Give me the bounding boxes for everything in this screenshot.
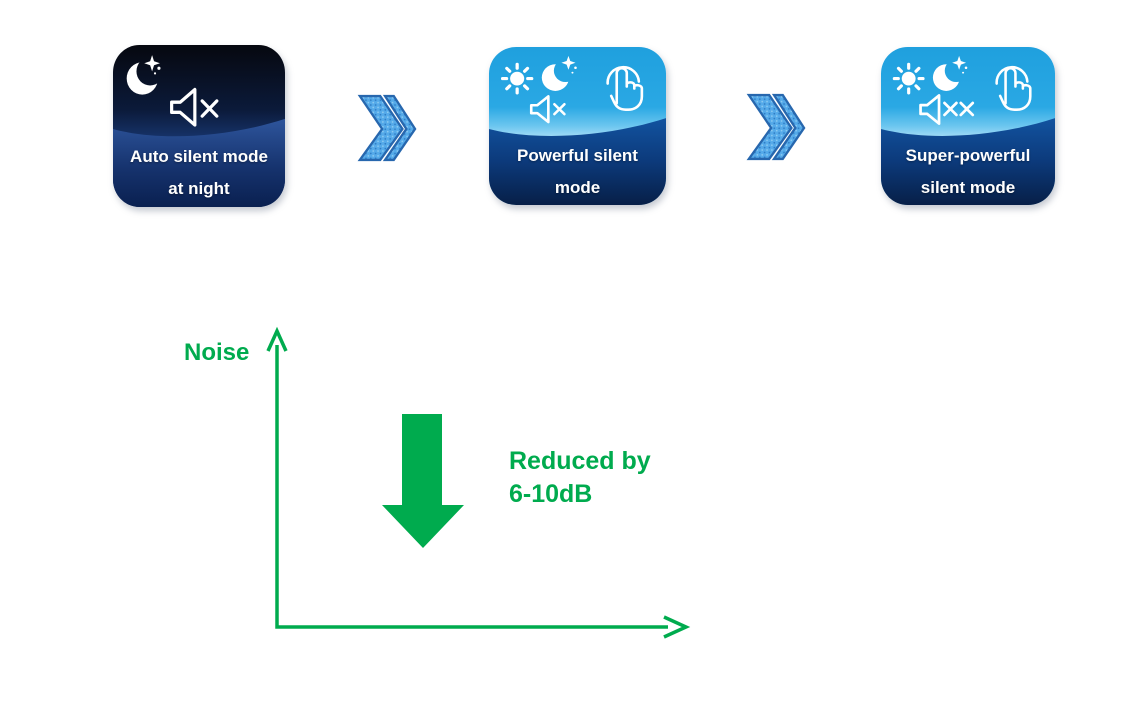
moon-icon bbox=[126, 55, 161, 95]
big-down-arrow bbox=[382, 414, 464, 548]
badge-powerful-silent-mode: Powerful silent mode bbox=[489, 47, 666, 205]
chevron-right-icon bbox=[746, 93, 806, 161]
tap-finger-icon bbox=[995, 65, 1032, 111]
axis-right-arrowhead bbox=[663, 615, 691, 639]
badge-label: Super-powerful silent mode bbox=[905, 146, 1031, 197]
badge-label: Auto silent mode at night bbox=[130, 147, 268, 198]
chevron-right-icon bbox=[357, 94, 417, 162]
badge-day-background bbox=[489, 47, 666, 205]
axis-up-arrowhead bbox=[266, 326, 288, 352]
sun-icon bbox=[500, 62, 534, 95]
muted-speaker-icon bbox=[170, 87, 219, 127]
noise-axis-label: Noise bbox=[184, 339, 250, 366]
double-muted-speaker-icon bbox=[919, 94, 975, 125]
moon-icon bbox=[541, 55, 577, 91]
badge-gloss-art bbox=[113, 45, 285, 207]
muted-speaker-icon bbox=[529, 95, 566, 124]
moon-icon bbox=[932, 55, 968, 91]
axis-lines bbox=[275, 345, 668, 629]
badge-auto-silent-mode: Auto silent mode at night bbox=[113, 45, 285, 207]
tap-finger-icon bbox=[606, 65, 644, 111]
badge-label: Powerful silent mode bbox=[517, 146, 638, 197]
badge-night-background bbox=[113, 45, 285, 207]
reduction-annotation: Reduced by 6-10dB bbox=[509, 447, 651, 508]
sun-icon bbox=[892, 62, 925, 95]
badge-gloss-art bbox=[881, 47, 1055, 205]
badge-super-powerful-silent-mode: Super-powerful silent mode bbox=[881, 47, 1055, 205]
badge-day-background bbox=[881, 47, 1055, 205]
